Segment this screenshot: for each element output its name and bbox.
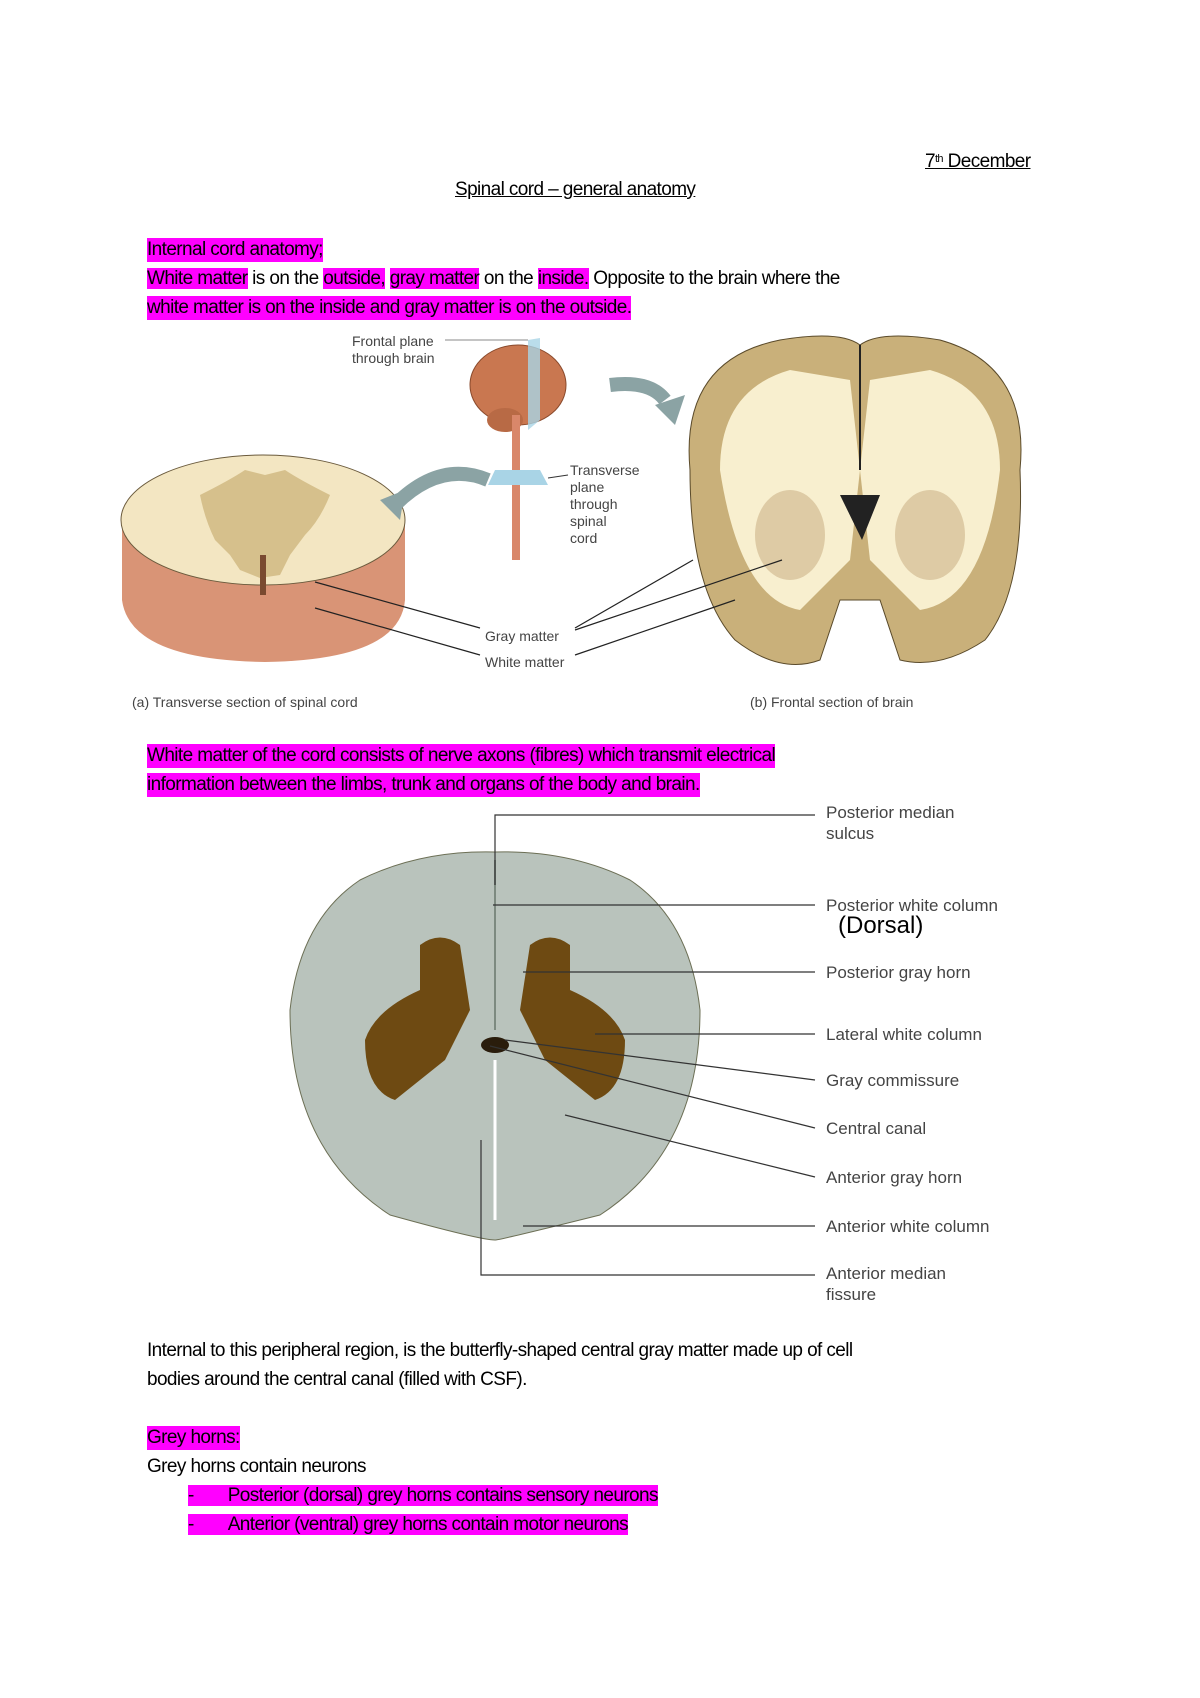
label-posterior-median-sulcus: Posterior median sulcus <box>826 802 955 844</box>
brain-frontal-section-illustration <box>688 335 1022 665</box>
bullet-marker: - <box>188 1485 194 1506</box>
label-line: through brain <box>352 350 435 366</box>
white-matter-desc-line2: information between the limbs, trunk and… <box>147 773 700 797</box>
label-anterior-median-fissure: Anterior median fissure <box>826 1263 946 1305</box>
label-line: Transverse <box>570 462 640 478</box>
hl-inside: inside. <box>537 268 589 289</box>
hl-outside: outside, <box>323 268 386 289</box>
label-line: Posterior median <box>826 803 955 822</box>
figure-brain-cord-sections <box>120 335 1022 665</box>
arrow-to-cord-icon <box>390 466 491 511</box>
label-line: cord <box>570 530 598 546</box>
hl-gray-matter: gray matter <box>389 268 480 289</box>
brain-illustration <box>445 338 569 560</box>
label-central-canal: Central canal <box>826 1119 927 1138</box>
label-line: Frontal plane <box>352 333 434 349</box>
figure1-leader-lines <box>314 559 783 656</box>
figure-spinal-cord-histology <box>289 814 816 1276</box>
caption-frontal-section: (b) Frontal section of brain <box>750 694 914 710</box>
text-part: on the <box>479 268 538 289</box>
label-gray-commissure: Gray commissure <box>826 1071 960 1090</box>
text-part: Opposite to the brain where the <box>588 268 840 289</box>
label-anterior-white-column: Anterior white column <box>826 1217 990 1236</box>
label-posterior-gray-horn: Posterior gray horn <box>826 963 971 982</box>
internal-anatomy-line2: white matter is on the inside and gray m… <box>147 296 632 320</box>
label-frontal-plane: Frontal plane through brain <box>352 333 435 367</box>
spinal-cord-section-image <box>289 851 701 1241</box>
date-number: 7 <box>925 151 936 172</box>
label-anterior-gray-horn: Anterior gray horn <box>826 1168 963 1187</box>
label-gray-matter: Gray matter <box>485 628 559 644</box>
gray-matter-desc-line1: Internal to this peripheral region, is t… <box>147 1340 853 1361</box>
caption-transverse-section: (a) Transverse section of spinal cord <box>132 694 358 710</box>
bullet-marker: - <box>188 1514 194 1535</box>
label-line: sulcus <box>826 824 875 843</box>
bullet-list-item: - Anterior (ventral) grey horns contain m… <box>188 1513 629 1537</box>
spinal-cord-illustration <box>120 454 406 662</box>
bullet-highlight: - Posterior (dorsal) grey horns contains … <box>188 1485 658 1506</box>
annotation-dorsal: (Dorsal) <box>838 912 924 939</box>
page-title: Spinal cord – general anatomy <box>455 179 696 200</box>
date-suffix: th <box>934 153 944 165</box>
gray-matter-desc-line2: bodies around the central canal (filled … <box>147 1369 527 1390</box>
label-white-matter: White matter <box>485 654 565 670</box>
label-lateral-white-column: Lateral white column <box>826 1025 982 1044</box>
bullet-highlight: - Anterior (ventral) grey horns contain m… <box>188 1514 629 1535</box>
section-heading-grey-horns: Grey horns: <box>147 1426 240 1450</box>
section-heading-internal-anatomy: Internal cord anatomy; <box>147 238 323 262</box>
figure2-leader-lines <box>480 814 816 1276</box>
label-line: through <box>570 496 618 512</box>
label-posterior-white-column: Posterior white column <box>826 896 998 915</box>
label-transverse-plane: Transverse plane through spinal cord <box>570 462 640 547</box>
grey-horns-intro: Grey horns contain neurons <box>147 1456 366 1477</box>
label-line: spinal <box>570 513 607 529</box>
white-matter-desc-line1: White matter of the cord consists of ner… <box>147 744 776 768</box>
bullet-list-item: - Posterior (dorsal) grey horns contains … <box>188 1484 658 1508</box>
arrow-to-brain-icon <box>609 377 671 405</box>
hl-white-matter: White matter <box>147 268 248 289</box>
label-line: plane <box>570 479 605 495</box>
label-line: Anterior median <box>826 1264 947 1283</box>
document-date: 7th December <box>925 150 1031 174</box>
bullet-text: Anterior (ventral) grey horns contain mo… <box>227 1514 629 1535</box>
date-month: December <box>942 151 1031 172</box>
internal-anatomy-line1: White matter is on the outside, gray mat… <box>147 267 840 291</box>
bullet-text: Posterior (dorsal) grey horns contains s… <box>227 1485 659 1506</box>
text-part: is on the <box>247 268 324 289</box>
label-line: fissure <box>826 1285 877 1304</box>
